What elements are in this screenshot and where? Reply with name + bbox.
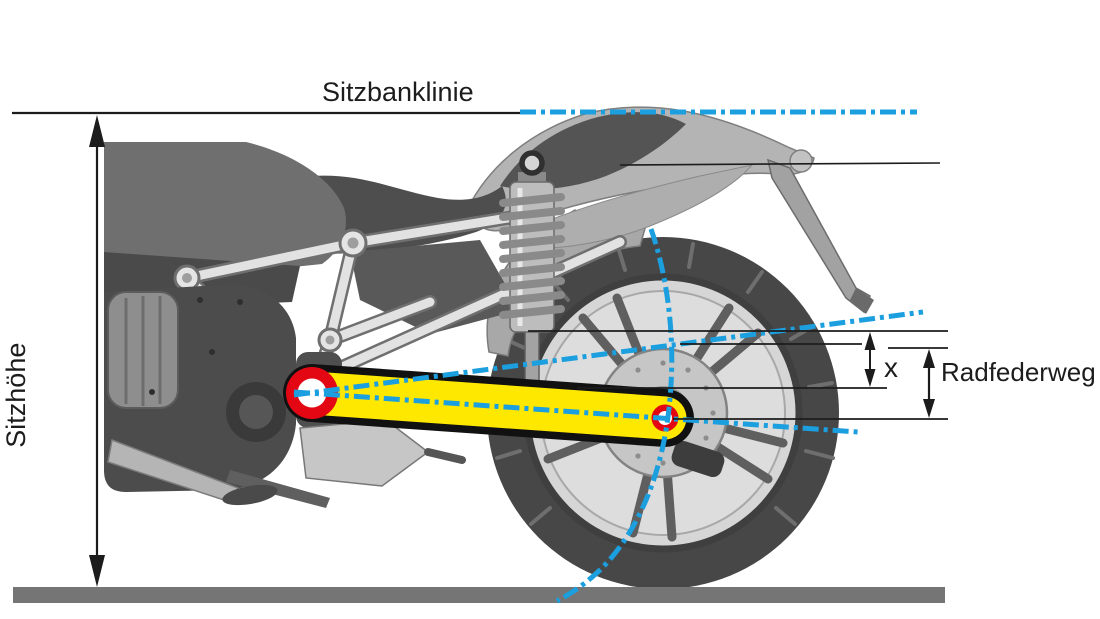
arrowheads [89, 115, 935, 587]
wheel-travel-arc [555, 228, 675, 604]
frame-junction-centers [182, 237, 359, 345]
engine [104, 284, 296, 492]
seat-height-arrow-top [89, 115, 105, 147]
tail-reference-line [619, 162, 941, 166]
subframe-panel [519, 164, 754, 249]
shock-absorber [499, 150, 565, 391]
exhaust-and-stand [107, 438, 330, 508]
swingarm-pivot-center [297, 378, 327, 408]
wheel-travel-label: Radfederweg [941, 357, 1096, 387]
construction-lines [293, 109, 924, 604]
motorcycle-illustration [104, 106, 874, 589]
sag-arrow-bottom [864, 369, 876, 387]
seat-height-label: Sitzhöhe [0, 342, 31, 448]
brake-caliper [671, 440, 725, 478]
wheel-travel-arrow-top [923, 349, 935, 368]
shock-top-eyelet [519, 150, 545, 176]
seat-line-label: Sitzbanklinie [322, 77, 474, 107]
tail-end-knob [789, 149, 813, 173]
swingarm-raised-line [293, 309, 924, 398]
tire-tread-marks [495, 242, 835, 526]
shock-spring [499, 193, 565, 319]
footrest-bracket [299, 419, 466, 487]
seat-height-arrow-bottom [89, 555, 105, 587]
rear-stand [766, 158, 874, 314]
wheel-travel-arrow-bottom [923, 399, 935, 418]
reference-lines [12, 111, 948, 562]
swingarm-axis-line [293, 389, 859, 435]
fuel-tank-cowl [104, 142, 346, 274]
sag-arrow-top [864, 332, 876, 350]
ground-bar [13, 587, 945, 603]
pillion-seat [500, 112, 686, 190]
sag-dimension-label: x [884, 352, 898, 383]
